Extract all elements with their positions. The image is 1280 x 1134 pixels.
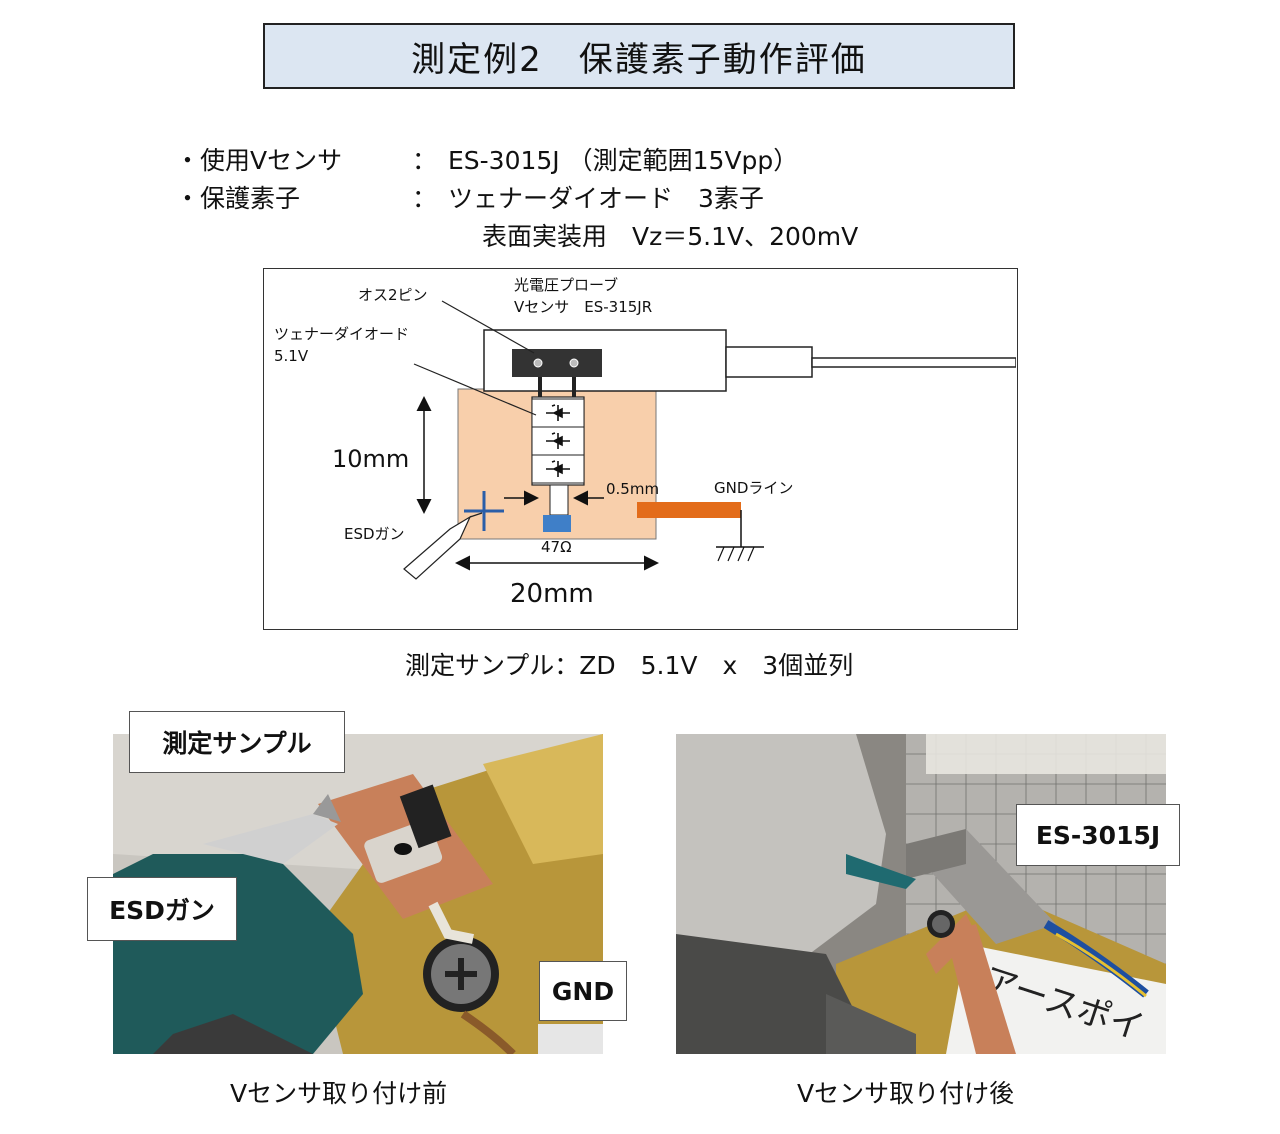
probe-label-2: Vセンサ ES-315JR [514, 298, 652, 316]
dim-gap-label: 0.5mm [606, 480, 659, 498]
esd-gun-label: ESDガン [344, 525, 405, 543]
spec-sensor-label: ・使用Vセンサ [175, 146, 343, 175]
label-measurement-sample: 測定サンプル [129, 711, 345, 773]
pin-connector [512, 349, 602, 377]
gnd-line-bar [637, 502, 741, 518]
caption-after-sensor: Vセンサ取り付け後 [797, 1079, 1015, 1108]
label-esd-gun: ESDガン [87, 877, 237, 941]
resistor-47-ohm [543, 515, 571, 532]
photo-after-sensor: アースポイ [676, 734, 1166, 1054]
spec-sensor-separator: ： [412, 146, 438, 175]
setup-diagram: オス2ピン 光電圧プローブ Vセンサ ES-315JR ツェナーダイオード 5.… [263, 268, 1018, 630]
pin-label: オス2ピン [358, 286, 428, 304]
label-sensor-model: ES-3015J [1016, 804, 1180, 866]
zener-label-2: 5.1V [274, 347, 309, 365]
pin-1 [533, 358, 543, 368]
spec-element-value: ツェナーダイオード 3素子 [448, 184, 764, 213]
gnd-line-label: GNDライン [714, 479, 793, 497]
zener-label-1: ツェナーダイオード [274, 325, 409, 343]
dim-height-label: 10mm [332, 445, 409, 473]
zener-diode-2 [531, 426, 585, 456]
zener-diode-1 [531, 398, 585, 428]
ground-symbol [716, 546, 764, 562]
sample-caption: 測定サンプル：ZD 5.1V x 3個並列 [405, 651, 854, 680]
setup-diagram-svg: オス2ピン 光電圧プローブ Vセンサ ES-315JR ツェナーダイオード 5.… [274, 276, 1017, 609]
pin-2 [569, 358, 579, 368]
spec-element-label: ・保護素子 [175, 184, 301, 213]
probe-label-1: 光電圧プローブ [514, 276, 618, 294]
spec-sensor-value: ES-3015J （測定範囲15Vpp） [448, 146, 799, 175]
spec-element-separator: ： [412, 184, 438, 213]
zener-diode-3 [531, 454, 585, 484]
label-gnd: GND [539, 961, 627, 1021]
probe-neck [725, 346, 813, 378]
page-title: 測定例2 保護素子動作評価 [263, 23, 1015, 89]
probe-fiber [811, 357, 1017, 368]
esd-gun-icon [403, 512, 483, 580]
caption-before-sensor: Vセンサ取り付け前 [230, 1079, 448, 1108]
resistor-label: 47Ω [541, 538, 572, 556]
spec-element-detail: 表面実装用 Vz＝5.1V、200mV [482, 222, 859, 251]
dim-width-label: 20mm [510, 579, 594, 609]
photo-after-sensor-image: アースポイ [676, 734, 1166, 1054]
